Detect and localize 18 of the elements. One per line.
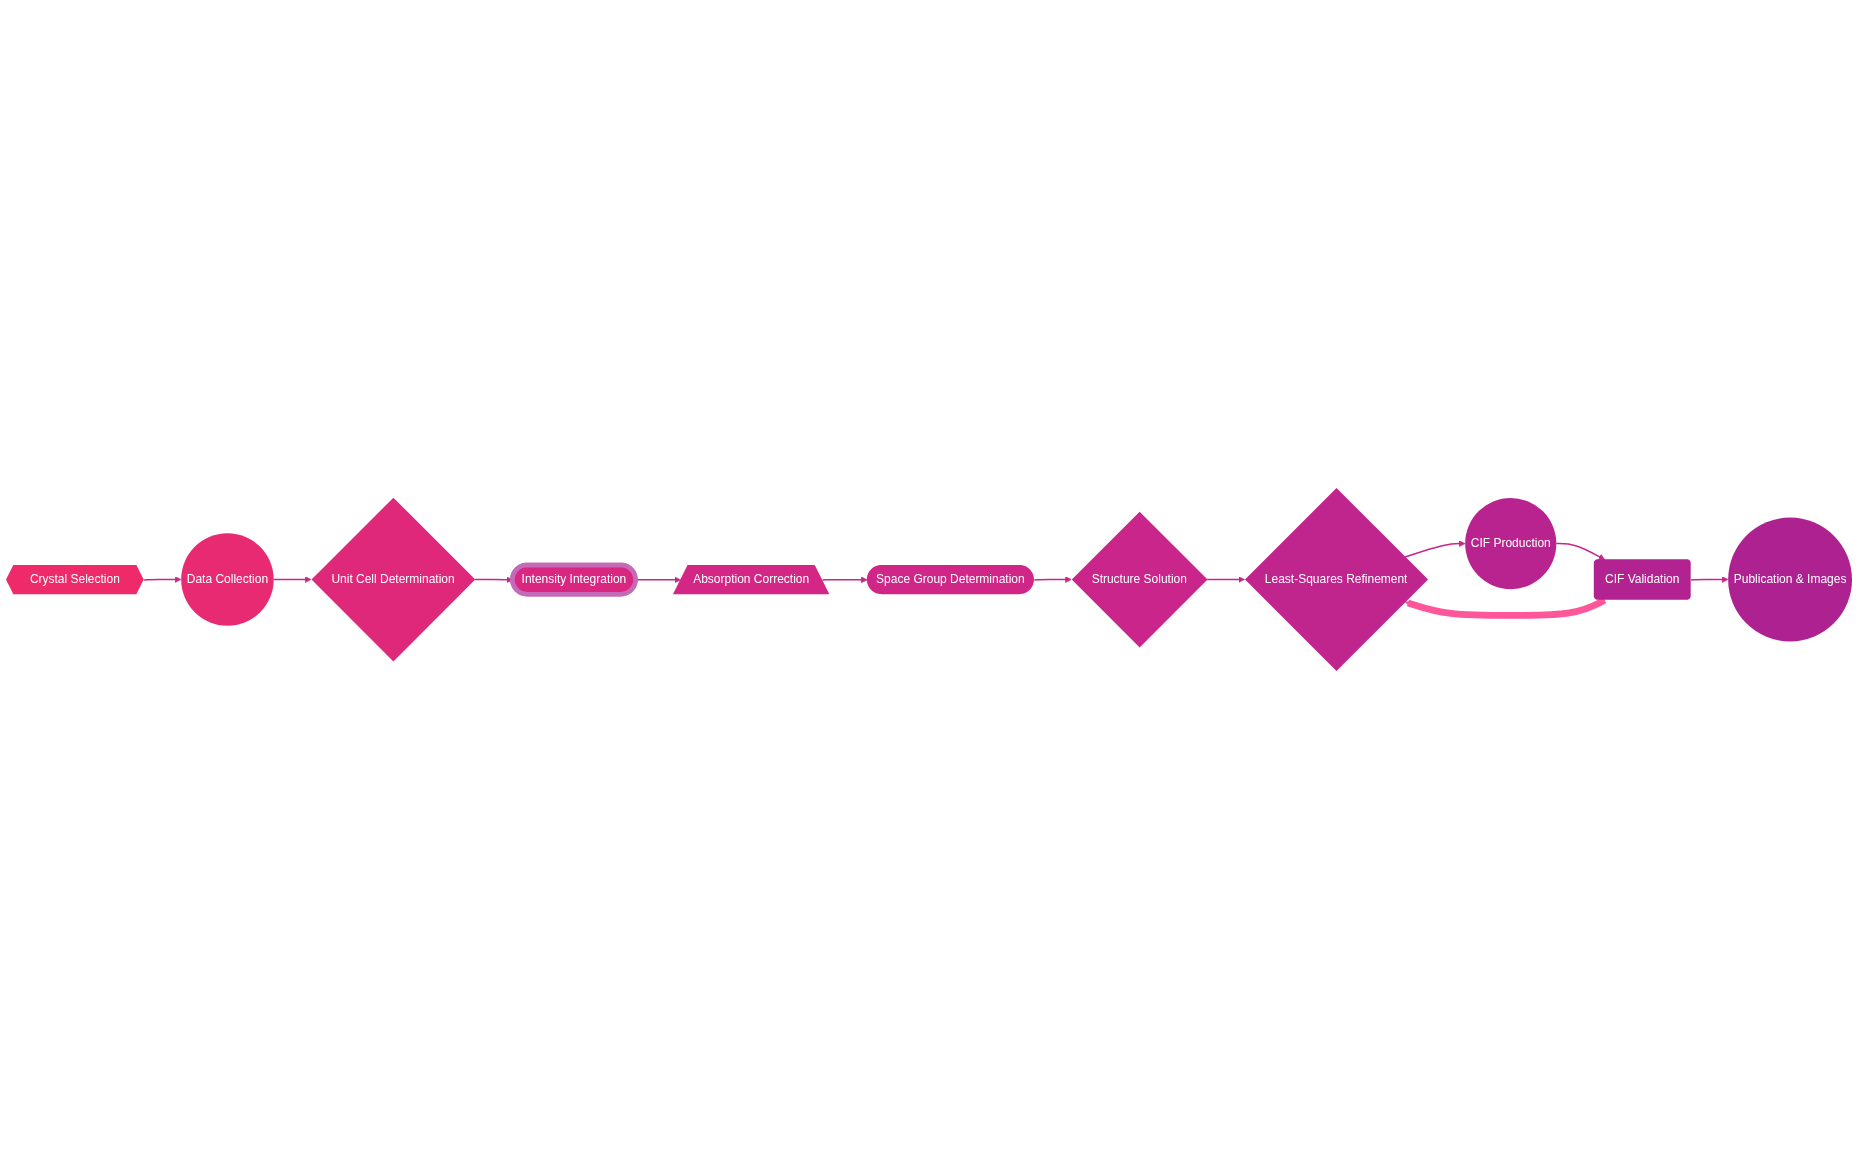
node-diamond: Structure Solution [1071, 512, 1208, 648]
arrow [1404, 540, 1466, 559]
node-box: Crystal Selection [6, 565, 144, 595]
node-box: CIF Validation [1593, 559, 1691, 601]
node-box: Space Group Determination [866, 565, 1034, 595]
arrow [1404, 597, 1607, 620]
arrow [1555, 543, 1606, 561]
node-circle: Data Collection [181, 533, 274, 627]
arrow [1690, 576, 1729, 584]
arrow [143, 576, 182, 584]
arrow [1033, 576, 1072, 584]
arrow [1206, 576, 1245, 584]
node-diamond: Least-Squares Refinement [1245, 488, 1429, 672]
node-circle: CIF Production [1465, 498, 1557, 590]
arrow [272, 576, 312, 584]
node-circle: Publication & Images [1728, 518, 1852, 642]
arrow [821, 576, 868, 584]
node-diamond: Unit Cell Determination [311, 498, 476, 662]
